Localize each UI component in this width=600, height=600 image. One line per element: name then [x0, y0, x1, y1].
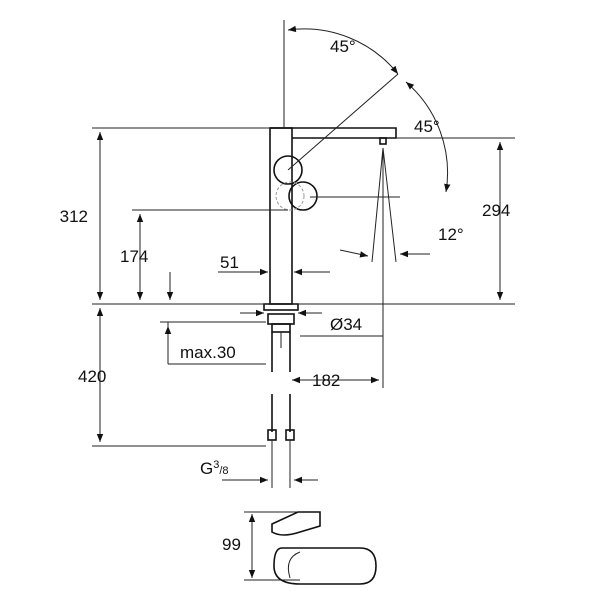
faucet-plan-view: [244, 511, 377, 585]
lever-handle-ghost: [275, 181, 305, 211]
label-reach: 182: [312, 371, 340, 390]
dimension-labels: 45° 45° 12° 312 294 174 51 Ø34 max.30 42…: [60, 37, 511, 554]
label-thread: G3/8: [200, 459, 229, 478]
dimension-lines: [96, 25, 504, 484]
label-max-countertop: max.30: [180, 343, 236, 362]
label-angle-top: 45°: [330, 37, 356, 56]
faucet-aerator: [379, 137, 387, 145]
mounting-shank: [271, 323, 291, 333]
label-thread-prefix: G: [200, 459, 213, 478]
label-below-length: 420: [78, 367, 106, 386]
label-height-total: 312: [60, 207, 88, 226]
plan-spout: [273, 547, 377, 585]
label-angle-right: 45°: [414, 117, 440, 136]
faucet-spout: [270, 127, 397, 139]
lever-handle-lower: [288, 181, 318, 211]
faucet-body: [269, 127, 293, 305]
label-thread-den: /8: [219, 465, 228, 477]
label-height-lever: 174: [120, 247, 148, 266]
plan-lever: [271, 511, 321, 536]
label-plan-depth: 99: [222, 535, 241, 554]
label-thread-num: 3: [213, 459, 219, 471]
faucet-side-view: [263, 127, 397, 488]
label-height-spout: 294: [482, 201, 510, 220]
label-shank-diameter: Ø34: [330, 315, 362, 334]
label-angle-spout: 12°: [438, 225, 464, 244]
extension-lines: [92, 20, 515, 447]
faucet-base: [263, 303, 299, 311]
mounting-nut: [267, 313, 295, 325]
lever-handle-upper: [273, 155, 303, 185]
label-body-width: 51: [220, 253, 239, 272]
